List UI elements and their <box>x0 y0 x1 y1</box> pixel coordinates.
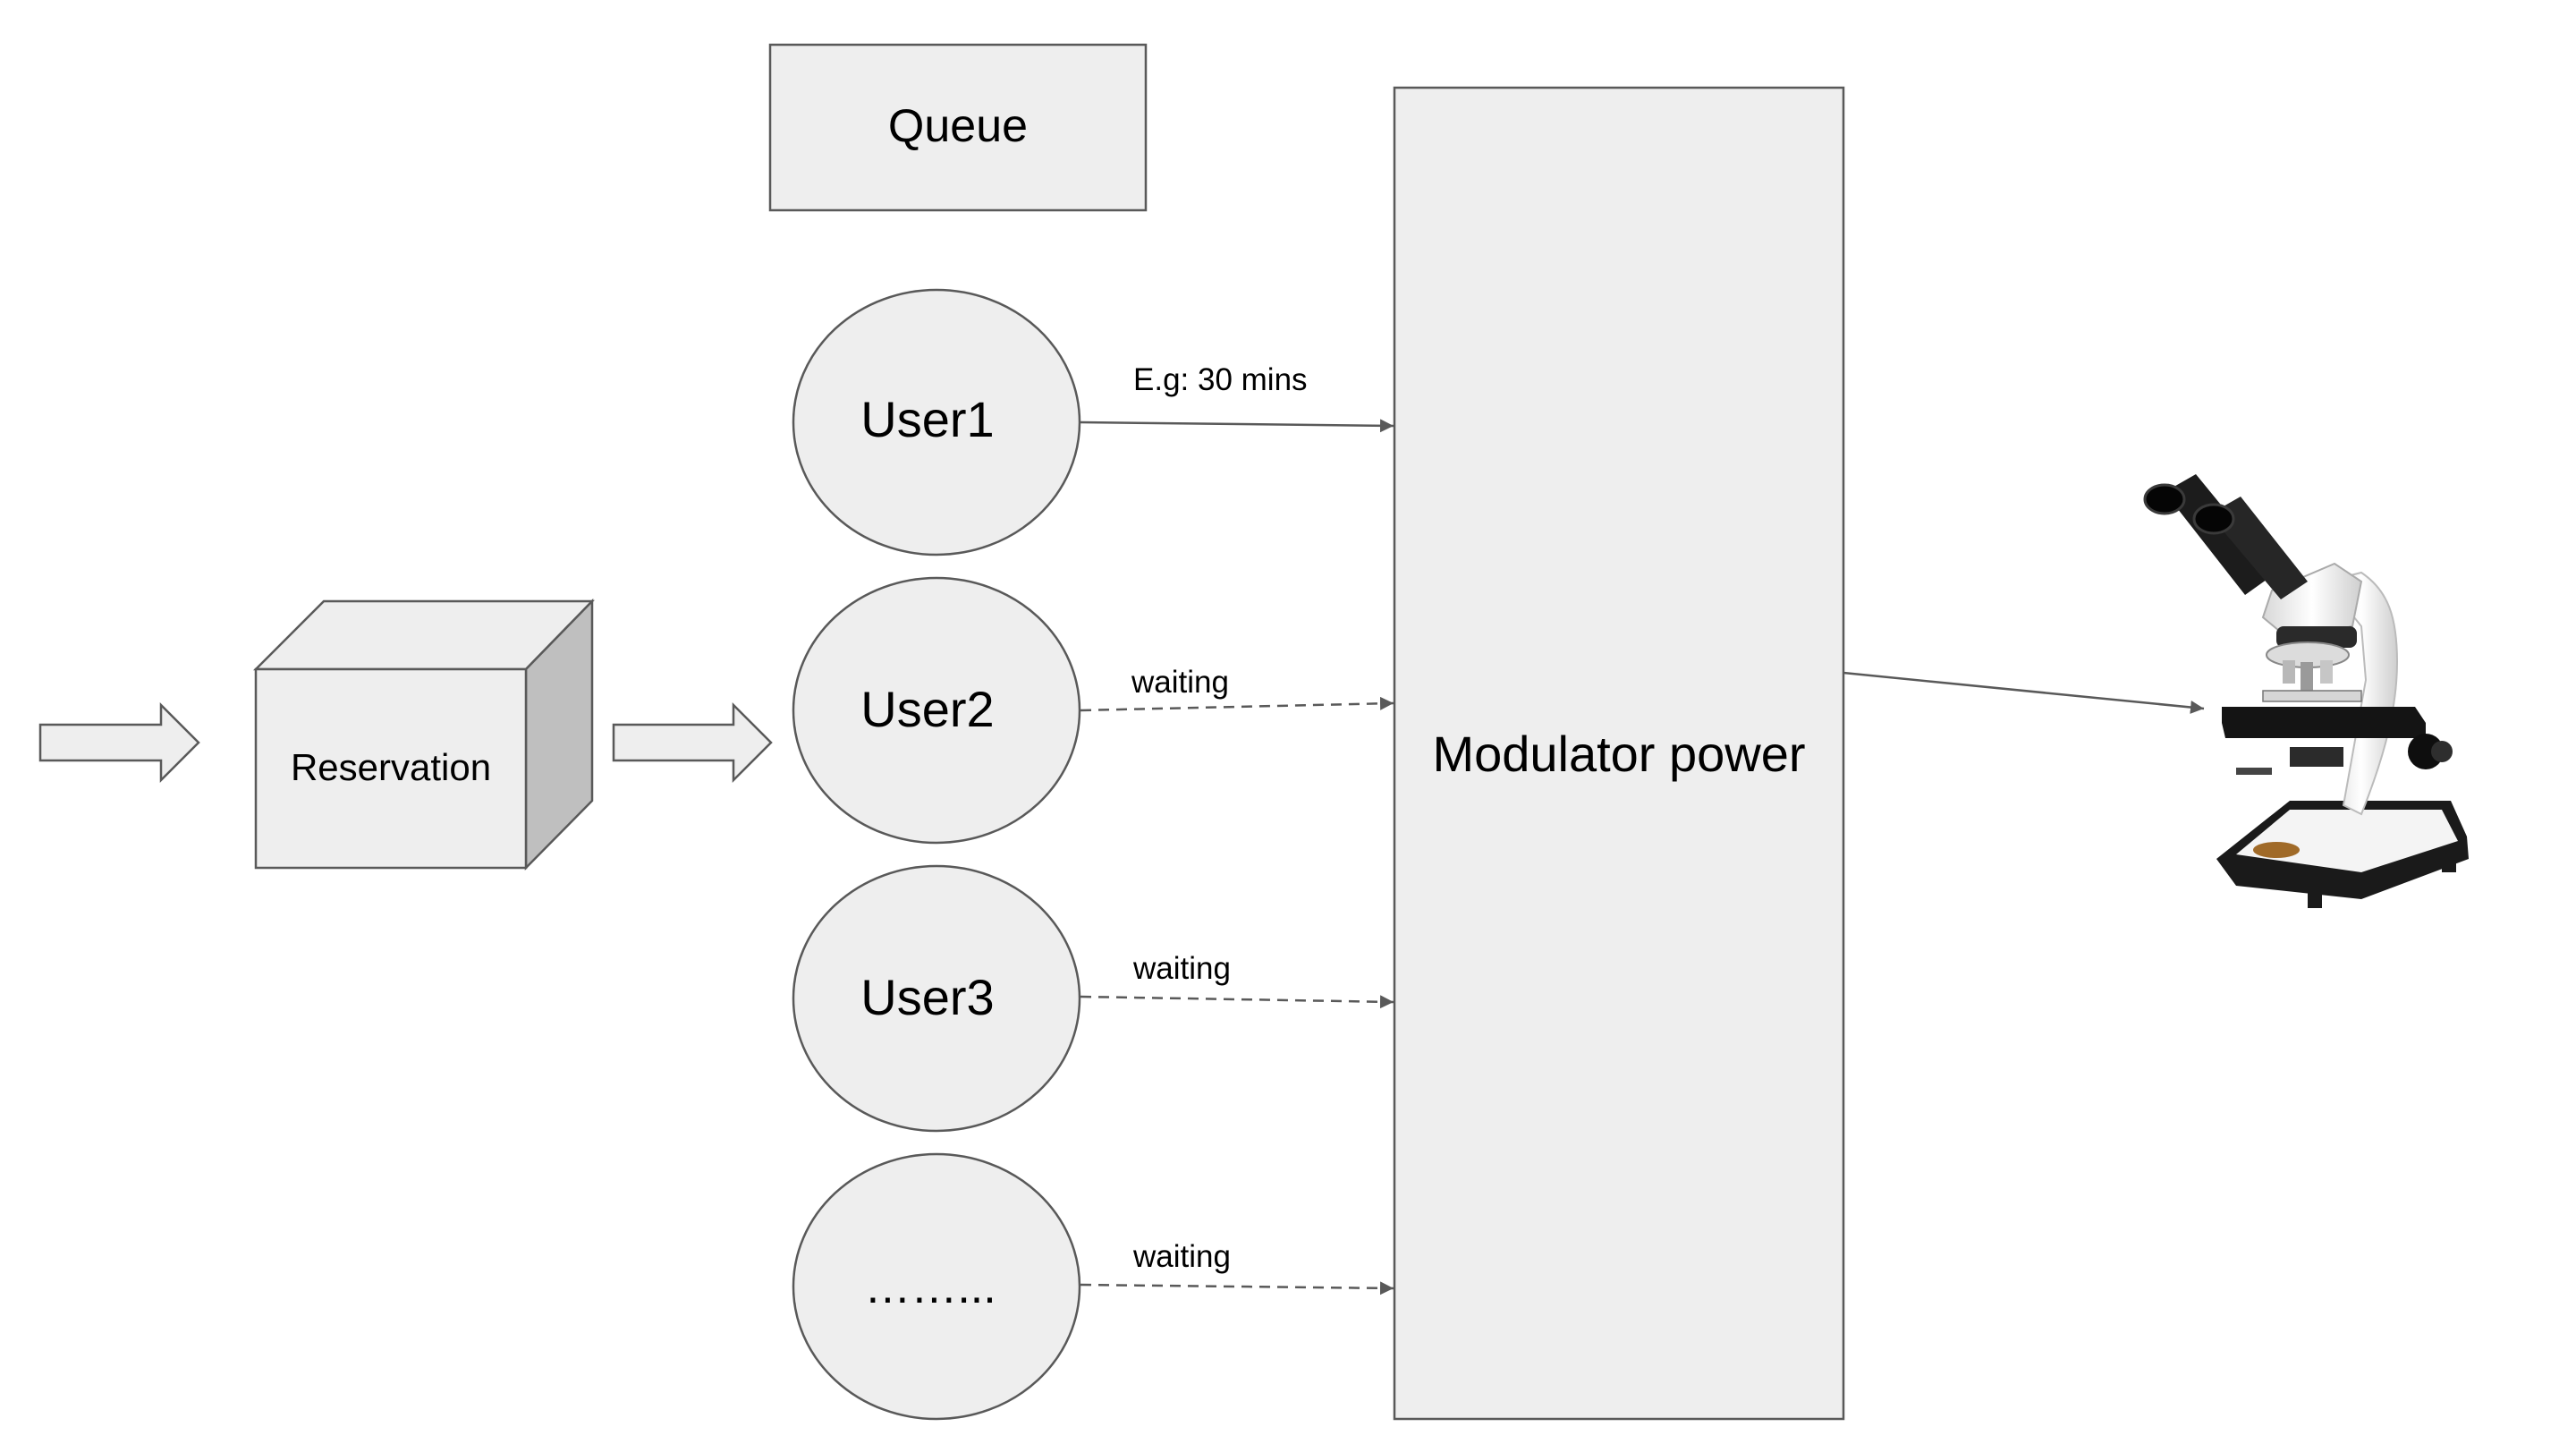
queue-node: Queue <box>768 43 1148 212</box>
user-label: ……... <box>864 1261 996 1313</box>
user-node-more: ……... <box>792 1152 1081 1421</box>
edge-user2 <box>1080 696 1394 712</box>
user-label: User2 <box>860 681 994 737</box>
modulator-box <box>1393 86 1845 1421</box>
user-ellipse <box>792 288 1081 556</box>
reservation-node: Reservation <box>252 598 595 871</box>
user-ellipse <box>792 864 1081 1133</box>
edge-label-user3: waiting <box>1132 951 1231 986</box>
user-ellipse <box>792 1152 1081 1421</box>
edge-label-user1: E.g: 30 mins <box>1133 362 1308 397</box>
user-node-3: User3 <box>792 864 1081 1133</box>
user-node-1: User1 <box>792 288 1081 556</box>
cube-front <box>254 667 528 870</box>
input-block-arrow <box>38 701 200 784</box>
edge-label-user2: waiting <box>1131 665 1229 700</box>
microscope-icon <box>2143 474 2469 908</box>
user-node-2: User2 <box>792 576 1081 845</box>
edge-modulator-microscope <box>1843 671 2205 714</box>
user-label: User1 <box>860 391 994 447</box>
edge-user-more <box>1080 1281 1394 1295</box>
edge-user3 <box>1080 995 1394 1009</box>
user-ellipse <box>792 576 1081 845</box>
user-label: User3 <box>860 969 994 1025</box>
modulator-node: Modulator power <box>1393 86 1845 1421</box>
queue-block-arrow <box>612 701 773 784</box>
edge-user1 <box>1080 419 1394 433</box>
modulator-label: Modulator power <box>1432 726 1805 782</box>
reservation-label: Reservation <box>291 746 491 788</box>
edge-label-user-more: waiting <box>1132 1239 1231 1274</box>
queue-label: Queue <box>888 100 1028 152</box>
queue-box <box>768 43 1148 212</box>
